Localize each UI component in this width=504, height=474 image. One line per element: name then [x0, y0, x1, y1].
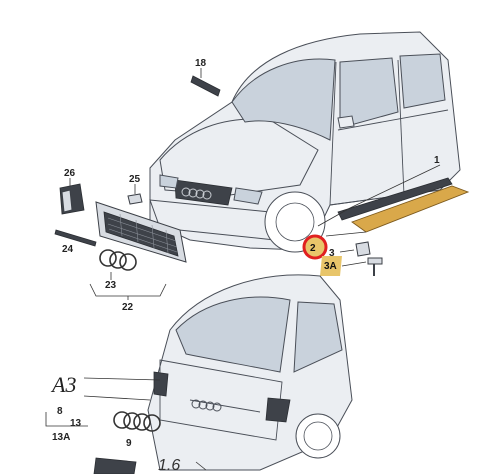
callout-25: 25: [129, 174, 141, 185]
part-22-grille: [95, 201, 187, 263]
car-rings-icon: [181, 187, 212, 200]
part-23-rings-icon: [99, 249, 137, 271]
callout-3: 3: [329, 248, 335, 259]
callout-9: 9: [126, 438, 132, 449]
sill-trim-outer: [337, 177, 453, 221]
part-3a-screw: [367, 257, 383, 276]
license-plate-holder: [93, 457, 137, 474]
sill-trim-highlighted: [351, 185, 470, 233]
callout-23: 23: [105, 280, 117, 291]
front-car-illustration: [149, 31, 461, 253]
highlight-callout-2: 2: [302, 234, 328, 260]
tailgate-badge: 1.6: [158, 457, 180, 474]
rear-car-illustration: [147, 274, 353, 471]
rear-model-badge: A3: [50, 372, 76, 397]
callout-18: 18: [195, 58, 207, 69]
part-26-bracket: [59, 178, 85, 215]
callout-24: 24: [62, 244, 74, 255]
callout-1: 1: [434, 155, 440, 166]
part-24-strip: [54, 229, 97, 247]
callout-13a: 13A: [52, 432, 70, 443]
part-18-emblem: [190, 68, 221, 97]
highlight-ring: [302, 234, 328, 260]
part-25-clip: [127, 184, 143, 205]
callout-2: 2: [310, 243, 316, 254]
callout-26: 26: [64, 168, 76, 179]
part-9-rings-icon: [113, 411, 161, 432]
callout-8: 8: [57, 406, 63, 417]
part-3-clip: [355, 241, 371, 257]
callout-13: 13: [70, 418, 82, 429]
highlight-callout-3a: 3A: [320, 256, 342, 276]
callout-22: 22: [122, 302, 134, 313]
callout-3a: 3A: [324, 261, 337, 272]
